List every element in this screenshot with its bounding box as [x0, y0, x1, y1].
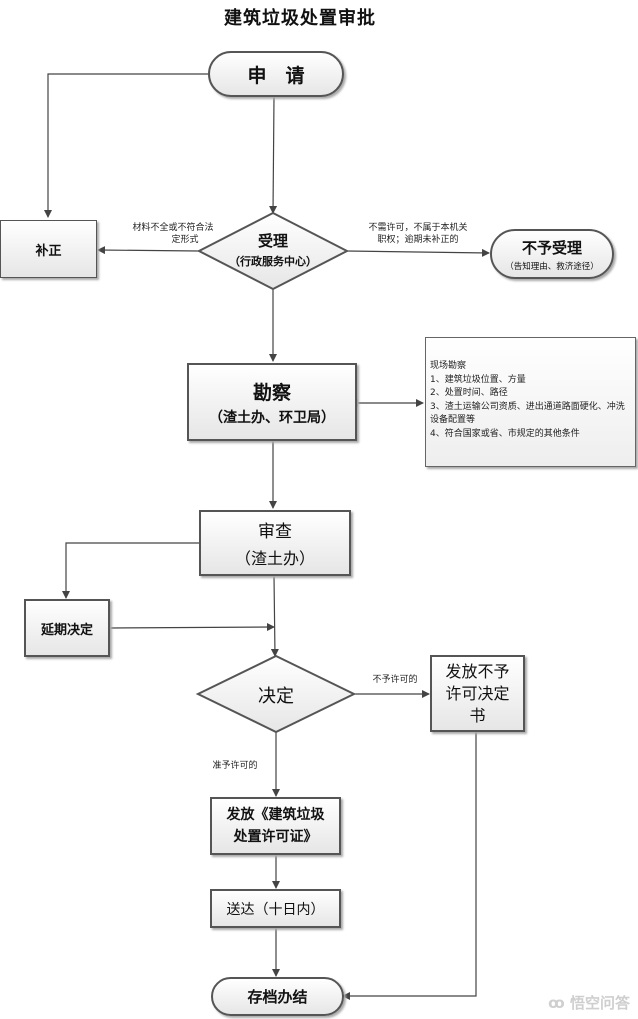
- decide-diamond: [195, 654, 357, 734]
- label-not-permitted: 不予许可的: [372, 675, 418, 685]
- node-decide: 决定: [198, 682, 354, 708]
- edge-apply-supplement: [44, 73, 208, 218]
- label-to-reject-line2: 职权；逾期未补正的: [377, 235, 459, 245]
- edge-accept-supplement: [97, 246, 200, 255]
- survey-note-item: 2、处置时间、路径: [430, 388, 508, 398]
- node-survey: 勘察 （渣土办、环卫局）: [187, 363, 357, 441]
- survey-note-item: 3、渣土运输公司资质、进出通道路面硬化、冲洗设备配置等: [430, 401, 625, 426]
- accept-diamond: [196, 211, 350, 291]
- edge-deny-archive: [342, 732, 477, 1000]
- node-decide-label: 决定: [258, 686, 294, 707]
- label-to-supplement-line2: 定形式: [171, 235, 199, 245]
- node-archive-label: 存档办结: [247, 988, 308, 1006]
- node-supplement: 补正: [0, 220, 97, 278]
- node-deny-notice: 发放不予许可决定书: [430, 655, 525, 732]
- node-accept-main: 受理: [257, 232, 288, 250]
- survey-note: 现场勘察 1、建筑垃圾位置、方量 2、处置时间、路径 3、渣土运输公司资质、进出…: [425, 337, 636, 467]
- node-review-main: 审查: [258, 522, 292, 542]
- node-archive: 存档办结: [211, 977, 344, 1016]
- node-survey-sub: （渣土办、环卫局）: [209, 409, 335, 426]
- node-apply-label: 申 请: [247, 64, 305, 87]
- watermark: ꝏ 悟空问答: [548, 992, 630, 1013]
- edge-review-decide: [270, 575, 279, 657]
- edge-accept-reject: [346, 248, 490, 257]
- node-delay-label: 延期决定: [40, 622, 93, 638]
- node-review-sub: （渣土办）: [234, 549, 315, 568]
- page-title: 建筑垃圾处置审批: [224, 8, 376, 29]
- survey-note-item: 4、符合国家或省、市规定的其他条件: [430, 428, 580, 439]
- survey-note-item: 1、建筑垃圾位置、方量: [430, 374, 526, 385]
- node-issue-permit-line2: 处置许可证》: [233, 829, 318, 845]
- node-reject: 不予受理 （告知理由、救济途径）: [490, 229, 614, 279]
- edge-review-delay: [62, 542, 199, 599]
- node-survey-main: 勘察: [252, 381, 291, 404]
- node-accept-sub: （行政服务中心）: [229, 255, 317, 268]
- node-deliver-label: 送达（十日内）: [226, 901, 325, 918]
- node-accept: 受理 （行政服务中心）: [199, 230, 347, 269]
- edge-delay-main: [109, 623, 275, 632]
- node-issue-permit: 发放《建筑垃圾 处置许可证》: [210, 797, 341, 855]
- node-deny-notice-label: 发放不予许可决定书: [445, 661, 510, 725]
- node-issue-permit-line1: 发放《建筑垃圾: [226, 807, 325, 823]
- label-to-reject-line1: 不需许可，不属于本机关: [368, 223, 468, 233]
- node-apply: 申 请: [208, 51, 344, 97]
- label-permitted: 准予许可的: [212, 761, 258, 771]
- label-to-supplement-line1: 材料不全或不符合法: [132, 223, 214, 233]
- label-to-reject: 不需许可，不属于本机关 职权；逾期未补正的: [356, 222, 480, 246]
- node-reject-main: 不予受理: [521, 238, 582, 257]
- label-to-supplement: 材料不全或不符合法 定形式: [118, 222, 228, 246]
- node-reject-sub: （告知理由、救济途径）: [505, 261, 599, 272]
- node-review: 审查 （渣土办）: [199, 510, 351, 576]
- watermark-logo-icon: ꝏ: [548, 994, 570, 1012]
- edge-apply-accept: [269, 96, 278, 214]
- node-supplement-label: 补正: [35, 243, 62, 259]
- watermark-text: 悟空问答: [569, 994, 630, 1012]
- node-delay: 延期决定: [24, 599, 110, 657]
- node-deliver: 送达（十日内）: [210, 889, 341, 928]
- survey-note-heading: 现场勘察: [430, 361, 467, 371]
